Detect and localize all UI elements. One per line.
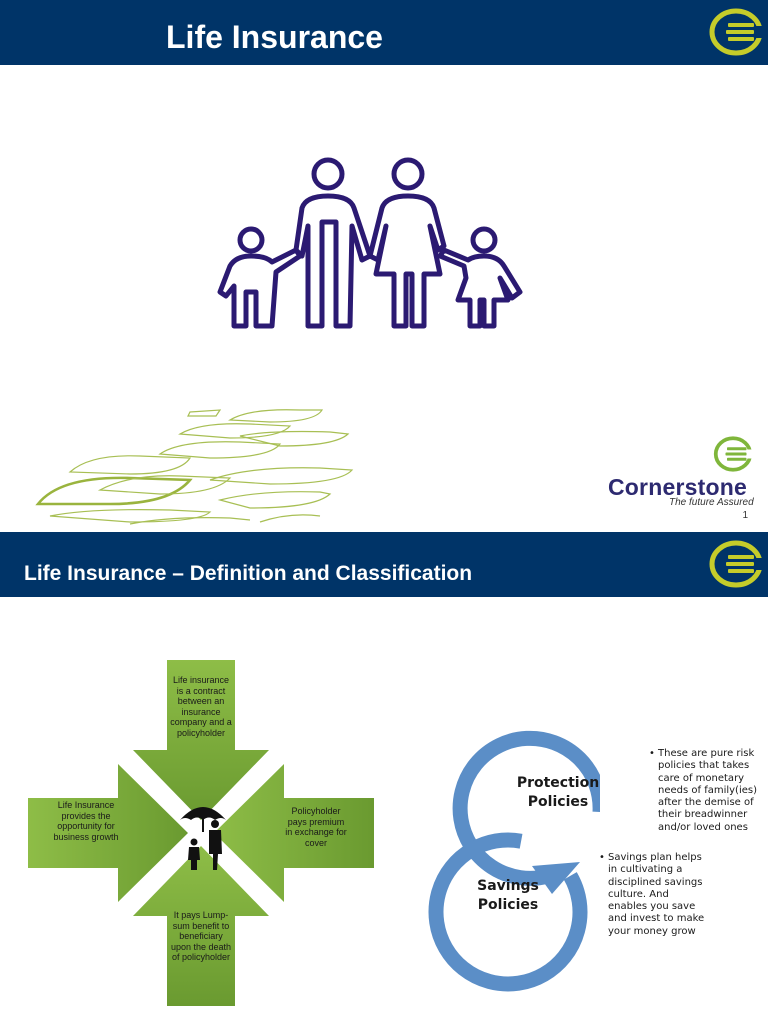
slide-2-title: Life Insurance – Definition and Classifi…: [24, 562, 473, 585]
cornerstone-logo-icon: [709, 8, 764, 56]
arrow-bottom: [133, 846, 269, 1006]
savings-policies-label: Savings Policies: [477, 878, 539, 913]
classification-cycle-diagram: [428, 730, 600, 992]
slide-1: Life Insurance: [0, 0, 768, 525]
cornerstone-logo-icon: [709, 540, 764, 588]
protection-policies-label: Protection Policies: [516, 775, 600, 810]
slide-1-title: Life Insurance: [166, 19, 383, 55]
slide-2: Life Insurance – Definition and Classifi…: [0, 532, 768, 1024]
cornerstone-brand: Cornerstone The future Assured: [604, 434, 768, 514]
slide-2-header: Life Insurance – Definition and Classifi…: [0, 532, 768, 597]
bullet-icon: •: [599, 852, 605, 863]
arrow-bottom-text: It pays Lump-sum benefit to beneficiary …: [170, 910, 232, 962]
cornerstone-emblem-icon: [713, 436, 754, 472]
brand-tagline: The future Assured: [669, 497, 754, 508]
bullet-icon: •: [649, 748, 655, 759]
arrow-left: [28, 764, 188, 902]
brand-name: Cornerstone: [608, 474, 747, 500]
arrow-top-text: Life insurance is a contract between an …: [170, 675, 232, 738]
savings-ring-circle: [428, 832, 588, 992]
protection-ring: [452, 730, 600, 886]
arrow-right-text: Policyholder pays premium in exchange fo…: [285, 806, 347, 848]
umbrella-family-icon: [180, 807, 226, 870]
savings-description: • Savings plan helps in cultivating a di…: [599, 852, 705, 937]
page-number: 1: [742, 510, 748, 521]
arrow-top: [133, 660, 269, 820]
protection-description: • These are pure risk policies that take…: [649, 748, 758, 833]
slide-1-header: Life Insurance: [0, 0, 768, 65]
arrow-left-text: Life Insurance provides the opportunity …: [53, 800, 119, 842]
decorative-leaves-graphic: [35, 409, 354, 525]
family-icon: [217, 157, 523, 329]
converging-arrows-diagram: [28, 660, 374, 1006]
arrow-right: [214, 764, 374, 902]
protection-ring-arrowhead: [532, 862, 580, 894]
